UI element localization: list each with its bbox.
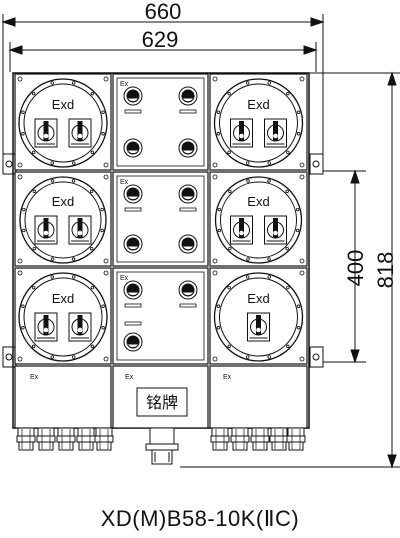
terminal-right-ex: Ex [223, 374, 232, 381]
terminal-boxes [14, 365, 308, 429]
cable-gland [210, 427, 230, 451]
control-panel-top: Ex [112, 73, 209, 171]
cable-gland [286, 427, 306, 451]
dimension-400-label: 400 [343, 250, 368, 287]
cable-gland [250, 427, 270, 451]
terminal-left-ex: Ex [30, 374, 39, 381]
exd-label: Exd [247, 291, 269, 306]
round-explosion-proof-box-middle-left: Exd [14, 171, 112, 267]
ex-label: Ex [120, 81, 129, 88]
cable-gland [94, 427, 114, 451]
terminal-box-left [14, 365, 112, 429]
control-panel-middle: Ex [112, 171, 209, 267]
dimension-629 [8, 42, 318, 72]
dimension-629-label: 629 [142, 27, 179, 52]
round-explosion-proof-box-middle-right: Exd [209, 171, 308, 267]
dimension-400 [311, 169, 366, 364]
cable-gland [16, 427, 36, 451]
terminal-center-ex: Ex [125, 374, 134, 381]
cable-gland [36, 427, 56, 451]
dimension-818 [180, 71, 400, 469]
round-explosion-proof-box-top-left: Exd [14, 73, 112, 171]
round-explosion-proof-box-bottom-right: Exd [209, 267, 308, 365]
cable-gland [56, 427, 76, 451]
exd-label: Exd [52, 194, 74, 209]
control-panel-bottom: Ex [112, 267, 209, 365]
cable-gland [76, 427, 96, 451]
terminal-box-right [209, 365, 308, 429]
dimension-818-label: 818 [373, 252, 398, 289]
round-explosion-proof-box-bottom-left: Exd [14, 267, 112, 365]
ex-label: Ex [120, 275, 129, 282]
terminal-box-center [112, 365, 209, 429]
round-explosion-proof-box-top-right: Exd [209, 73, 308, 171]
exd-label: Exd [52, 291, 74, 306]
ground-stud [145, 427, 179, 465]
exd-label: Exd [52, 97, 74, 112]
ex-label: Ex [120, 179, 129, 186]
dimension-660-label: 660 [145, 0, 182, 24]
exd-label: Exd [247, 194, 269, 209]
nameplate: 铭牌 [136, 387, 188, 417]
nameplate-label: 铭牌 [146, 393, 178, 412]
exd-label: Exd [247, 97, 269, 112]
cable-gland [269, 427, 289, 451]
cable-glands [16, 427, 306, 451]
dimension-660 [1, 14, 325, 160]
cable-gland [230, 427, 250, 451]
model-number: XD(M)B58-10K(ⅡC) [100, 506, 300, 531]
